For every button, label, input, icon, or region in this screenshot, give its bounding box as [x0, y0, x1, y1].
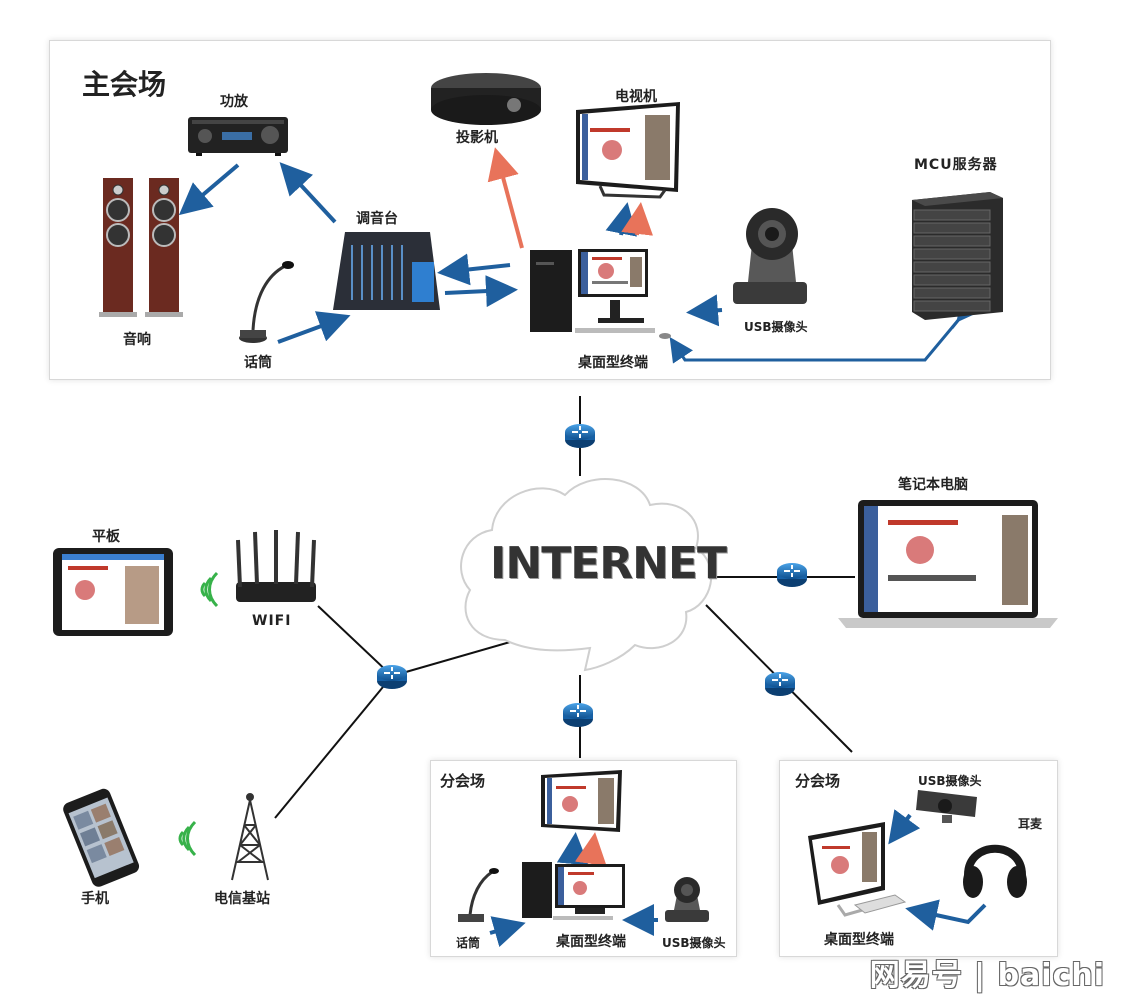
mixer-icon	[333, 232, 440, 310]
branch1-usb-camera-icon	[665, 877, 709, 922]
branch1-title: 分会场	[440, 772, 486, 790]
branch2-desktop-terminal-icon	[808, 822, 907, 917]
usb-camera-label: USB摄像头	[744, 320, 808, 334]
speakers-label: 音响	[123, 332, 151, 348]
base-station-label: 电信基站	[214, 891, 270, 907]
speakers-icon	[99, 178, 183, 317]
internet-cloud	[460, 478, 713, 672]
microphone-icon	[239, 261, 294, 343]
desktop-terminal-icon	[530, 249, 671, 339]
headset-label: 耳麦	[1018, 817, 1043, 831]
headset-icon	[963, 844, 1027, 898]
mixer-label: 调音台	[356, 211, 398, 227]
branch2-desktop-terminal-label: 桌面型终端	[824, 932, 894, 948]
branch1-tv-icon	[541, 770, 622, 832]
tv-icon	[576, 102, 680, 199]
amplifier-label: 功放	[220, 94, 248, 110]
phone-label: 手机	[81, 891, 109, 907]
projector-label: 投影机	[456, 130, 498, 146]
projector-icon	[431, 73, 541, 125]
cell-signal-icon	[178, 820, 197, 857]
mcu-server-icon	[912, 192, 1003, 320]
watermark: 网易号 | baichi	[869, 958, 1105, 993]
branch1-microphone-label: 话筒	[456, 936, 481, 950]
branch1-desktop-terminal-icon	[522, 862, 625, 920]
branch2-title: 分会场	[795, 772, 841, 790]
internet-label: INTERNET	[490, 538, 727, 589]
branch1-usb-camera-label: USB摄像头	[662, 936, 726, 950]
usb-camera-icon	[733, 208, 807, 304]
wifi-router-icon	[236, 530, 316, 602]
branch2-usb-camera-icon	[916, 790, 977, 823]
tablet-icon	[53, 548, 173, 636]
branch1-desktop-terminal-label: 桌面型终端	[556, 934, 626, 950]
laptop-icon	[838, 500, 1058, 628]
microphone-label: 话筒	[244, 355, 272, 371]
mcu-server-label: MCU服务器	[914, 157, 998, 173]
base-station-icon	[231, 793, 269, 881]
wifi-label: WIFI	[252, 613, 292, 629]
desktop-terminal-label: 桌面型终端	[578, 355, 648, 371]
branch1-microphone-icon	[458, 868, 499, 922]
laptop-label: 笔记本电脑	[898, 477, 968, 493]
wifi-signal-icon	[200, 571, 219, 608]
main-venue-title: 主会场	[82, 68, 167, 101]
branch2-usb-camera-label: USB摄像头	[918, 774, 982, 788]
tablet-label: 平板	[92, 529, 120, 545]
amplifier-icon	[188, 117, 288, 156]
phone-icon	[63, 788, 140, 887]
tv-label: 电视机	[615, 89, 657, 105]
